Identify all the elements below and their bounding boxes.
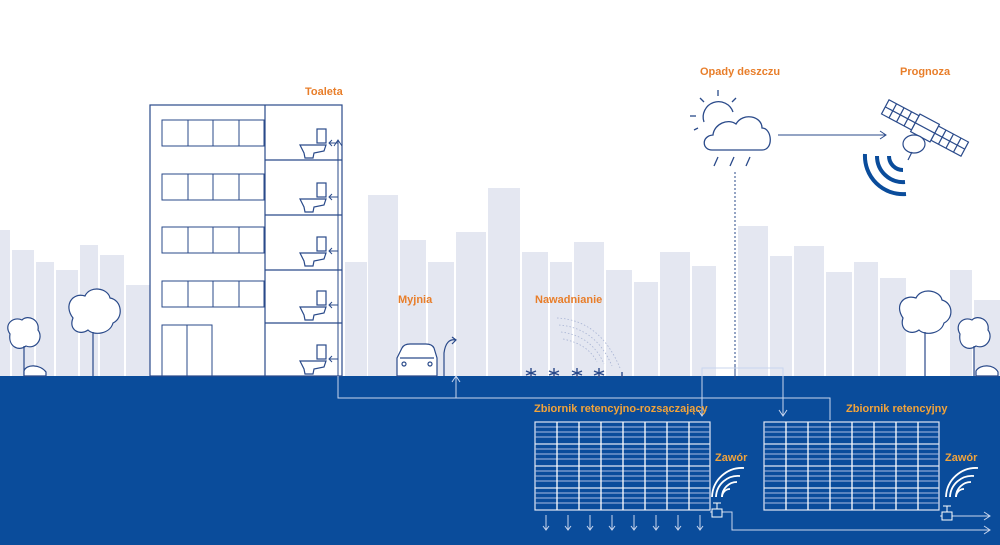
wifi-icon (945, 467, 979, 498)
tree-icon (7, 317, 41, 376)
rainfall-label: Opady deszczu (700, 66, 781, 78)
signal-icon (862, 153, 907, 197)
toilet-icon (299, 236, 327, 267)
supply-pipe (328, 139, 343, 398)
tank-icon (763, 421, 940, 511)
sun-icon (690, 90, 737, 131)
cloud-icon (703, 116, 771, 151)
tree-icon (975, 365, 999, 377)
toilet-icons (299, 128, 327, 375)
tree-icon (68, 288, 121, 376)
tree-icon (898, 290, 952, 376)
ground (0, 376, 1000, 545)
tree-icon (23, 365, 47, 377)
toilet-icon (299, 182, 327, 213)
satellite-icon (880, 98, 970, 161)
forecast-arrow (778, 130, 887, 140)
toilet-icon (299, 344, 327, 375)
city-skyline (0, 188, 1000, 376)
infiltration-tank-label: Zbiornik retencyjno-rozsączający (534, 403, 708, 415)
irrigation-label: Nawadnianie (535, 294, 603, 306)
rain-icon (713, 156, 751, 167)
tree-icon (957, 317, 991, 376)
forecast-label: Prognoza (900, 66, 951, 78)
valve-label-1: Zawór (715, 452, 748, 464)
valve-label-2: Zawór (945, 452, 978, 464)
weather-icons (690, 90, 771, 167)
retention-tank-label: Zbiornik retencyjny (846, 403, 948, 415)
wifi-icon (711, 467, 745, 498)
toilet-label: Toaleta (305, 86, 343, 98)
car-icon (396, 336, 457, 377)
infiltration-arrows (542, 515, 704, 531)
valve-icon (941, 505, 953, 521)
car-wash-label: Myjnia (398, 294, 433, 306)
tank-icon (534, 421, 711, 511)
toilet-icon (299, 290, 327, 321)
toilet-icon (299, 128, 327, 159)
valve-icon (711, 502, 723, 518)
sprinkler-icon (525, 317, 623, 378)
tree-icons (7, 288, 999, 377)
